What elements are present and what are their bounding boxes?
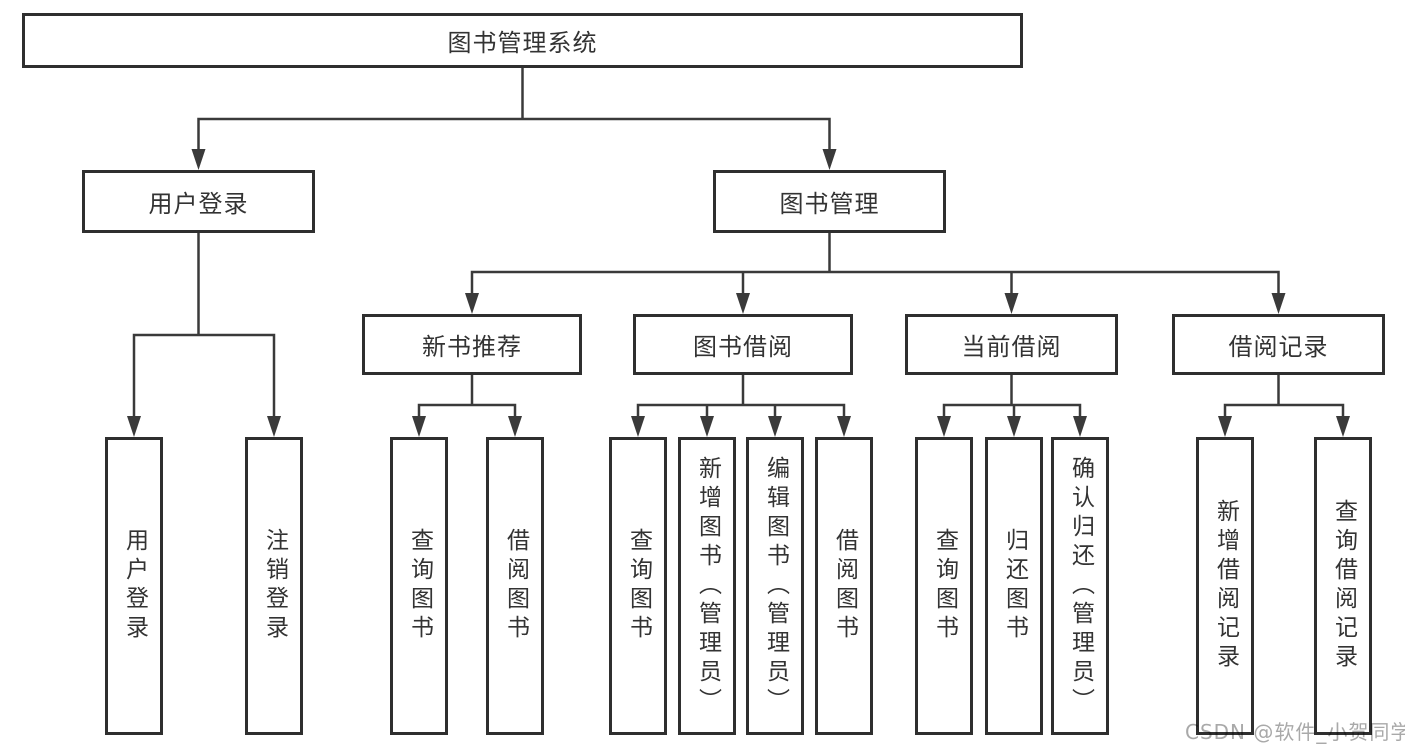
leaf-return-books: 归还图书 [985, 437, 1043, 735]
leaf-return-books-label: 归还图书 [1001, 528, 1028, 644]
node-borrow-records: 借阅记录 [1172, 314, 1385, 375]
node-new-book-recommend-label: 新书推荐 [422, 333, 522, 361]
leaf-current-query-books-label: 查询图书 [931, 528, 958, 644]
csdn-watermark: CSDN @软件_小贺同学 [1185, 720, 1405, 744]
node-user-login-label: 用户登录 [148, 190, 249, 218]
node-new-book-recommend: 新书推荐 [362, 314, 582, 375]
node-borrow-records-label: 借阅记录 [1228, 333, 1329, 361]
leaf-add-books-admin: 新增图书（管理员） [678, 437, 736, 735]
leaf-borrow-query-books-label: 查询图书 [625, 528, 652, 644]
leaf-recommend-query-books-label: 查询图书 [406, 528, 433, 644]
leaf-recommend-borrow-books: 借阅图书 [486, 437, 544, 735]
node-current-borrow-label: 当前借阅 [961, 333, 1062, 361]
leaf-query-borrow-record: 查询借阅记录 [1314, 437, 1372, 735]
leaf-user-login-label: 用户登录 [121, 528, 148, 644]
node-user-login: 用户登录 [82, 170, 315, 233]
node-current-borrow: 当前借阅 [905, 314, 1118, 375]
leaf-add-borrow-record-label: 新增借阅记录 [1212, 499, 1239, 673]
leaf-recommend-query-books: 查询图书 [390, 437, 448, 735]
leaf-add-borrow-record: 新增借阅记录 [1196, 437, 1254, 735]
leaf-edit-books-admin: 编辑图书（管理员） [746, 437, 804, 735]
leaf-borrow-query-books: 查询图书 [609, 437, 667, 735]
leaf-logout-label: 注销登录 [261, 528, 288, 644]
leaf-borrow-books-label: 借阅图书 [831, 528, 858, 644]
leaf-current-query-books: 查询图书 [915, 437, 973, 735]
leaf-borrow-books: 借阅图书 [815, 437, 873, 735]
leaf-confirm-return-admin-label: 确认归还（管理员） [1067, 455, 1094, 717]
leaf-edit-books-admin-label: 编辑图书（管理员） [762, 455, 789, 717]
node-book-borrow-label: 图书借阅 [693, 333, 793, 361]
leaf-query-borrow-record-label: 查询借阅记录 [1330, 499, 1357, 673]
leaf-logout: 注销登录 [245, 437, 303, 735]
node-book-management-label: 图书管理 [779, 190, 880, 218]
leaf-recommend-borrow-books-label: 借阅图书 [502, 528, 529, 644]
node-root-label: 图书管理系统 [447, 29, 598, 57]
node-root: 图书管理系统 [22, 13, 1023, 68]
leaf-add-books-admin-label: 新增图书（管理员） [694, 455, 721, 717]
leaf-confirm-return-admin: 确认归还（管理员） [1051, 437, 1109, 735]
leaf-user-login: 用户登录 [105, 437, 163, 735]
node-book-management: 图书管理 [713, 170, 946, 233]
node-book-borrow: 图书借阅 [633, 314, 853, 375]
